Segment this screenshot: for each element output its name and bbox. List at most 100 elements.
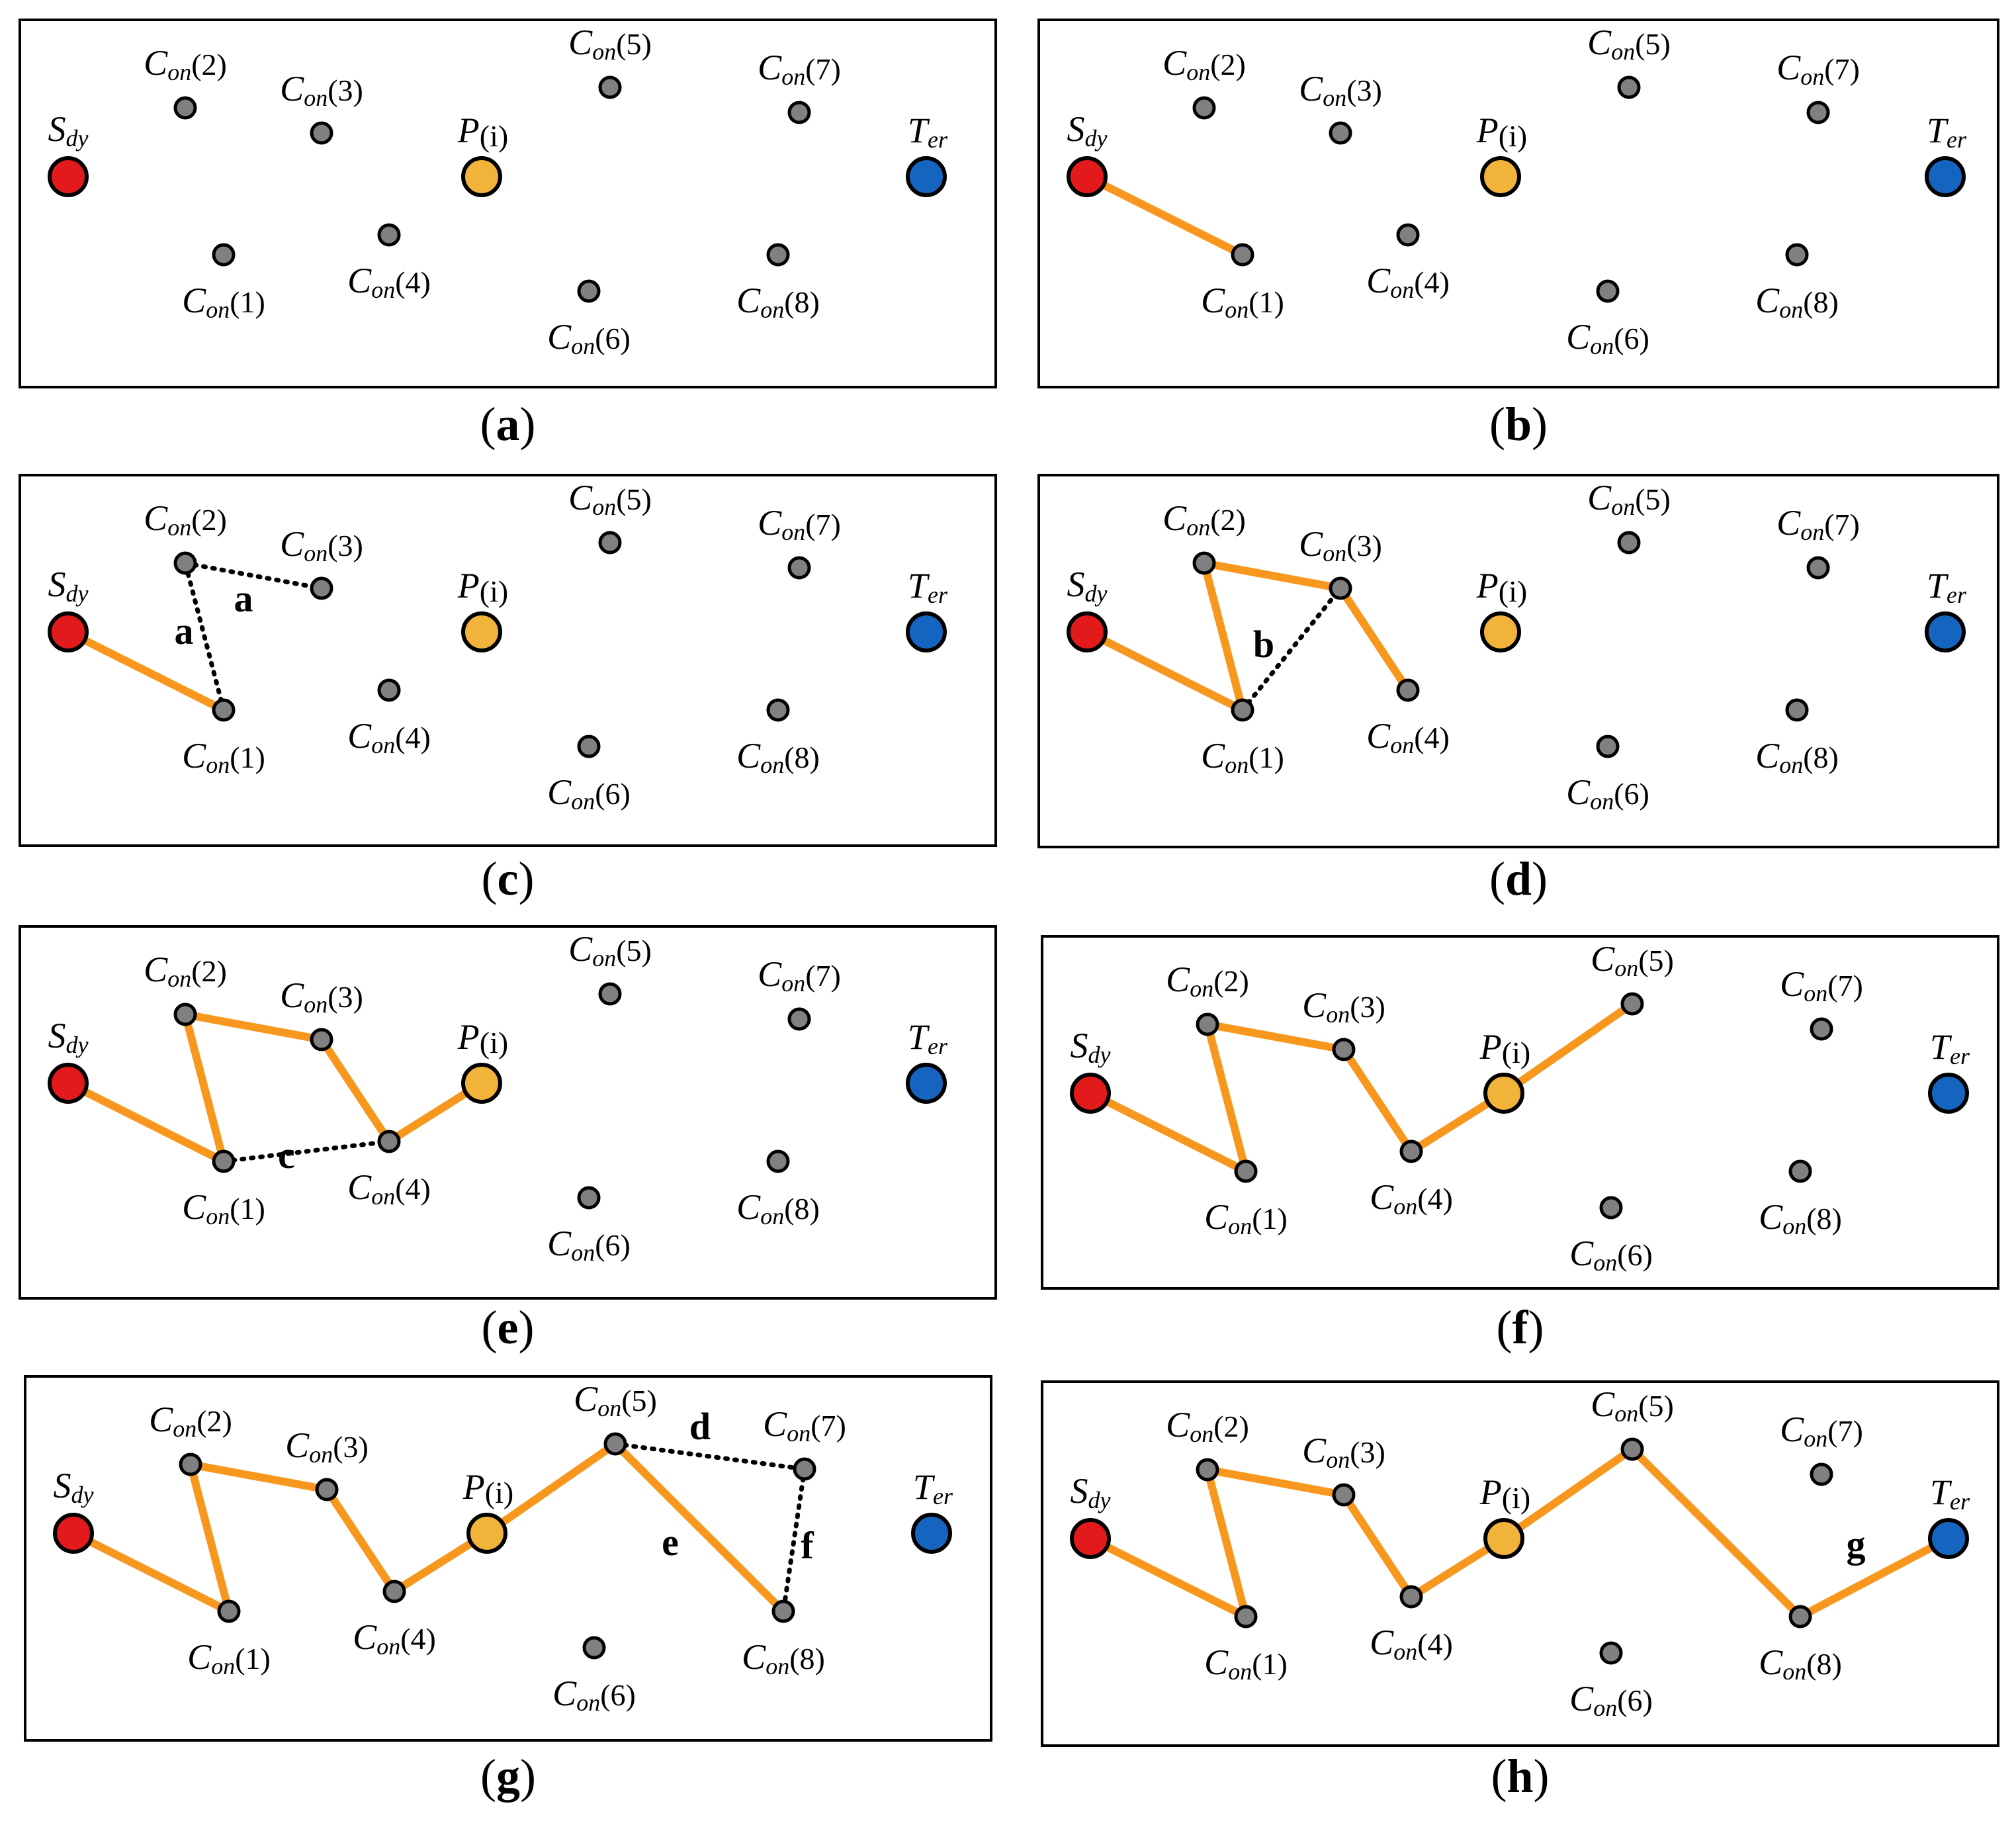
node-label-p: P(i) [1479,1472,1530,1515]
pivot-node [1483,1518,1524,1559]
node-label-c5: Con(5) [1591,1384,1674,1427]
panel-frame [1041,1380,1999,1747]
pivot-node [1483,1073,1524,1114]
candidate-node-8 [1788,1159,1812,1183]
path-edge-c3-c4 [1340,1046,1415,1155]
node-label-c3: Con(3) [1302,985,1385,1028]
node-label-c2: Con(2) [144,950,227,992]
source-node [53,1513,94,1554]
terminal-node [1925,156,1966,197]
candidate-node-5 [603,1432,627,1456]
node-label-s: Sdy [48,109,89,152]
path-edge-c8-t [1796,1535,1952,1621]
node-label-c1: Con(1) [187,1637,271,1679]
node-label-p: P(i) [457,111,508,153]
node-label-s: Sdy [1067,109,1108,152]
source-node [1067,156,1108,197]
panel-caption: (c) [482,852,535,905]
path-edge-c1-c2 [1204,1466,1250,1621]
candidate-node-5 [1617,531,1641,555]
path-edge-c1-c2 [187,1460,233,1615]
candidate-node-8 [1785,698,1809,722]
candidate-node-5 [598,531,622,555]
node-label-c2: Con(2) [1166,960,1249,1002]
trial-edge-c1-c2 [183,560,226,713]
panel-caption: (d) [1489,852,1548,905]
edge-tag-e: e [662,1521,679,1564]
candidate-node-3 [1332,1038,1356,1061]
candidate-node-1 [1234,1159,1258,1183]
node-label-c7: Con(7) [1776,48,1860,90]
node-label-c2: Con(2) [144,43,227,85]
candidate-node-2 [173,1003,197,1026]
candidate-node-6 [577,279,601,303]
candidate-node-7 [1810,1017,1833,1041]
node-label-c1: Con(1) [1201,736,1284,778]
node-label-c5: Con(5) [574,1379,657,1421]
candidate-node-3 [315,1478,339,1501]
node-label-s: Sdy [1071,1471,1111,1513]
trial-edge-c1-c4 [221,1139,392,1164]
candidate-node-1 [1231,698,1254,722]
node-label-c8: Con(8) [1755,736,1839,778]
node-label-t: Ter [1927,566,1967,608]
node-label-t: Ter [913,1467,953,1509]
path-edge-s-c1 [64,1079,228,1165]
path-edge-p-c5 [1500,1445,1636,1542]
node-label-c7: Con(7) [1780,964,1863,1006]
node-label-c8: Con(8) [1759,1642,1842,1685]
node-label-c6: Con(6) [1569,1233,1653,1276]
candidate-node-4 [1399,1585,1423,1609]
candidate-node-5 [598,75,622,99]
panel-caption: (e) [482,1301,535,1354]
terminal-node [1925,611,1966,652]
node-label-c5: Con(5) [568,929,652,971]
source-node [48,1063,89,1104]
path-edge-s-c1 [69,1529,233,1615]
path-edge-c3-c4 [318,1036,393,1145]
candidate-node-1 [212,698,236,722]
node-label-c6: Con(6) [552,1674,636,1716]
candidate-node-1 [212,243,236,267]
node-label-c2: Con(2) [1162,498,1246,541]
terminal-node [1928,1073,1969,1114]
candidate-node-8 [1788,1605,1812,1629]
node-label-c2: Con(2) [1166,1405,1249,1447]
candidate-node-5 [1620,1437,1644,1461]
candidate-node-1 [212,1149,236,1173]
candidate-node-4 [1399,1140,1423,1163]
node-label-c8: Con(8) [736,281,820,323]
node-label-c4: Con(4) [1366,716,1450,758]
candidate-node-1 [1231,243,1254,267]
candidate-node-8 [766,698,790,722]
candidate-node-1 [217,1599,241,1623]
node-label-c1: Con(1) [1204,1197,1288,1239]
candidate-node-4 [377,1130,401,1153]
candidate-node-4 [377,223,401,247]
candidate-node-4 [1396,223,1420,247]
source-node [48,156,89,197]
node-label-t: Ter [908,111,948,153]
candidate-node-2 [179,1453,202,1476]
source-node [1070,1518,1111,1559]
node-label-t: Ter [1927,111,1967,153]
panel-caption: (a) [480,398,536,451]
path-edge-c1-c2 [1200,559,1247,714]
candidate-node-3 [310,576,333,600]
candidate-node-2 [1192,96,1216,120]
node-label-c2: Con(2) [144,498,227,541]
candidate-node-8 [1785,243,1809,267]
node-label-c2: Con(2) [149,1400,232,1442]
panel-caption: (h) [1491,1750,1549,1803]
node-label-c6: Con(6) [1566,317,1649,359]
node-label-c7: Con(7) [1780,1409,1863,1452]
node-label-c6: Con(6) [1566,772,1649,815]
node-label-t: Ter [908,1017,948,1059]
node-label-c1: Con(1) [1201,281,1284,323]
candidate-node-8 [771,1599,795,1623]
node-label-t: Ter [1930,1472,1970,1515]
